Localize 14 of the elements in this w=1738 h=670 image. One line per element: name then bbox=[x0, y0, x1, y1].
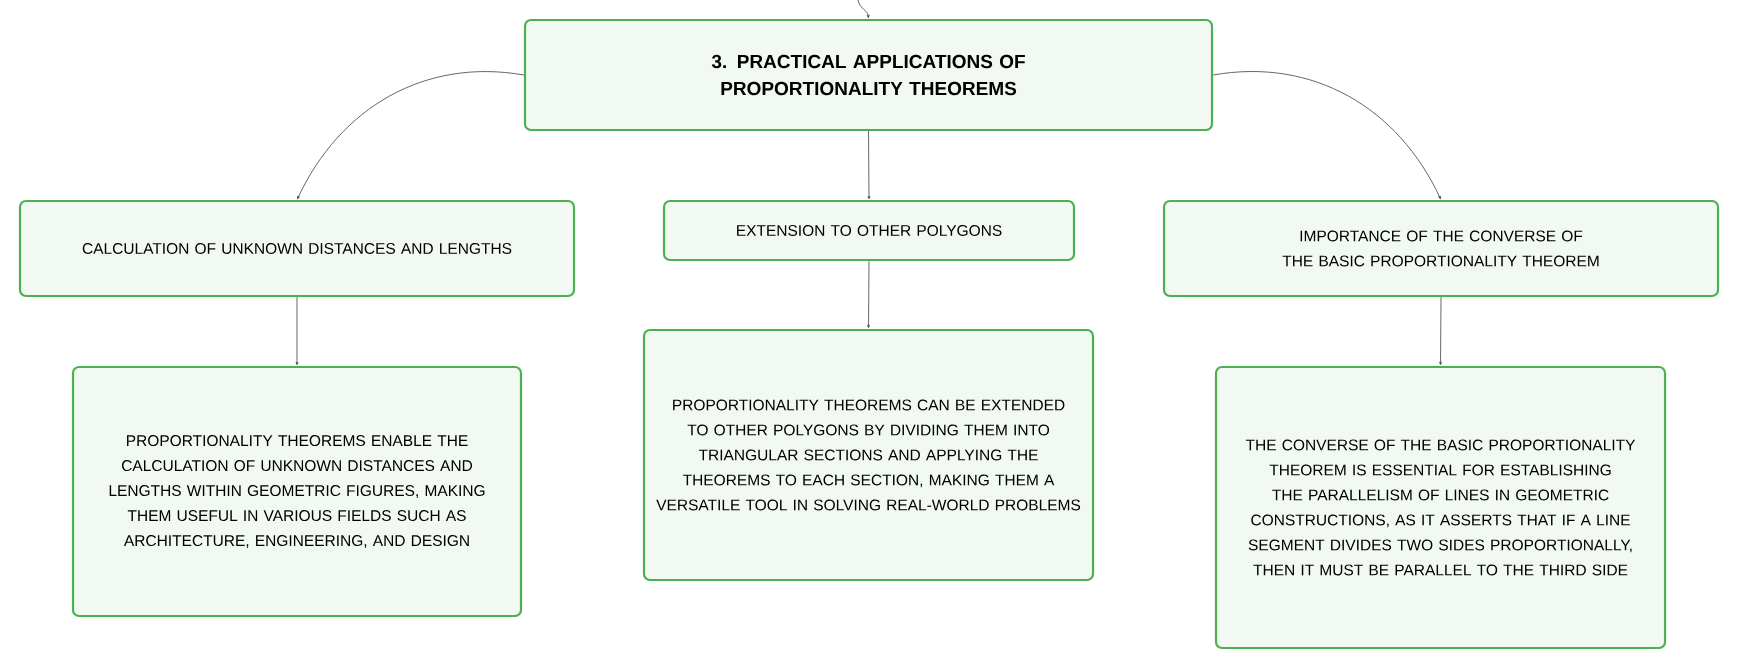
arrow bbox=[295, 296, 299, 366]
description-box: THE CONVERSE OF THE BASIC PROPORTIONALITY THEOREM IS ESSENTIAL FOR ESTABLISHING THE PARALLELISM OF LINES IN GEOMETRIC CONSTRUCTIONS, AS IT ASSERTS THAT IF A LINE SEGMENT DIVIDES TWO SIDES PROPORTIONALLY, THEN IT MUST BE PARALLEL TO THE THIRD SIDE bbox=[1214, 365, 1667, 650]
arrow bbox=[297, 71, 525, 200]
arrow bbox=[1439, 296, 1442, 366]
arrow bbox=[867, 260, 870, 329]
subtopic-box: IMPORTANCE OF THE CONVERSE OF THE BASIC PROPORTIONALITY THEOREM bbox=[1162, 199, 1720, 298]
arrow bbox=[867, 130, 871, 200]
arrow bbox=[857, 0, 870, 19]
subtopic-box: EXTENSION TO OTHER POLYGONS bbox=[662, 199, 1076, 262]
arrow bbox=[1212, 71, 1441, 200]
subtopic-box: CALCULATION OF UNKNOWN DISTANCES AND LENGTHS bbox=[18, 199, 576, 298]
description-box: PROPORTIONALITY THEOREMS ENABLE THE CALCULATION OF UNKNOWN DISTANCES AND LENGTHS WITHIN GEOMETRIC FIGURES, MAKING THEM USEFUL IN VARIOUS FIELDS SUCH AS ARCHITECTURE, ENGINEERING, AND DESIGN bbox=[71, 365, 523, 618]
topic-box: 3. PRACTICAL APPLICATIONS OF PROPORTIONALITY THEOREMS bbox=[523, 18, 1214, 132]
description-box: PROPORTIONALITY THEOREMS CAN BE EXTENDED TO OTHER POLYGONS BY DIVIDING THEM INTO TRIANGULAR SECTIONS AND APPLYING THE THEOREMS TO EACH SECTION, MAKING THEM A VERSATILE TOOL IN SOLVING REAL-WORLD PROBLEMS bbox=[642, 328, 1095, 582]
